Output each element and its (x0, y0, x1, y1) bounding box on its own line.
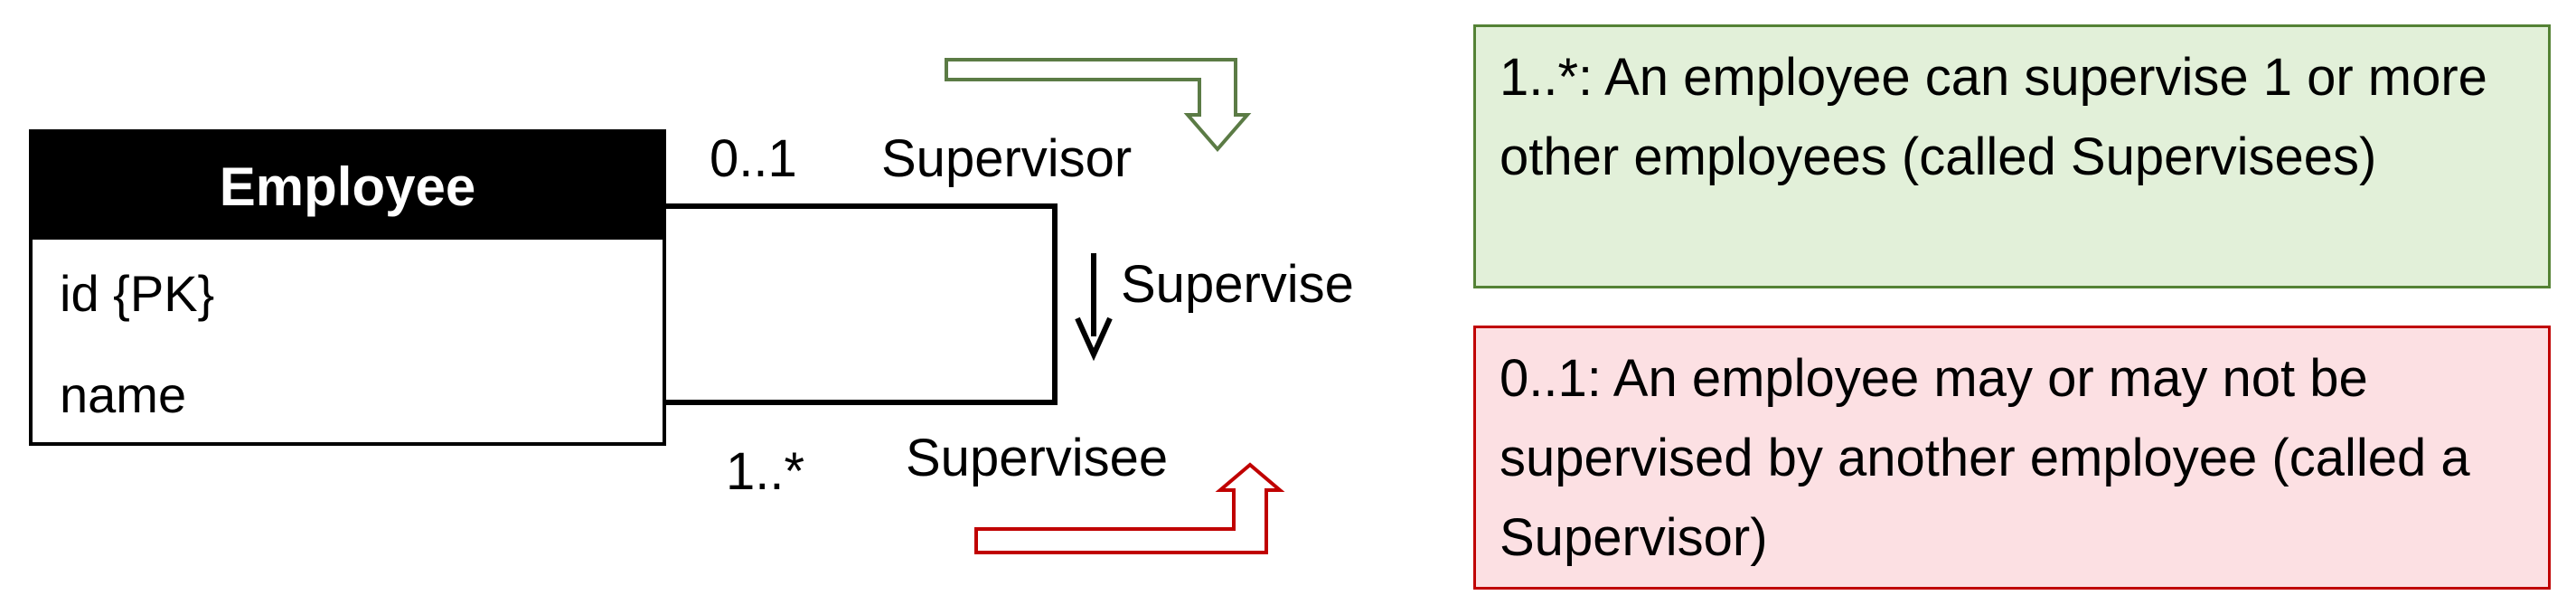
bottom-multiplicity-label: 1..* (726, 442, 805, 501)
supervisor-note-box: 1..*: An employee can supervise 1 or mor… (1473, 24, 2551, 288)
supervisee-callout-arrow (974, 462, 1285, 554)
top-multiplicity-label: 0..1 (710, 129, 797, 188)
entity-attribute-name: name (60, 366, 187, 423)
employee-entity: Employee id {PK} name (29, 129, 666, 446)
supervisee-note-box: 0..1: An employee may or may not be supe… (1473, 326, 2551, 590)
supervisee-role-label: Supervisee (906, 429, 1169, 487)
supervisor-role-label: Supervisor (881, 129, 1133, 188)
supervisor-note-text: 1..*: An employee can supervise 1 or mor… (1500, 48, 2487, 187)
relationship-name-label: Supervise (1121, 255, 1354, 314)
entity-attribute-id: id {PK} (60, 265, 215, 322)
association-line (666, 203, 1058, 405)
supervise-direction-arrow (1075, 253, 1113, 362)
supervisor-callout-arrow (945, 58, 1252, 153)
supervisee-note-text: 0..1: An employee may or may not be supe… (1500, 349, 2470, 568)
entity-name: Employee (33, 133, 663, 240)
